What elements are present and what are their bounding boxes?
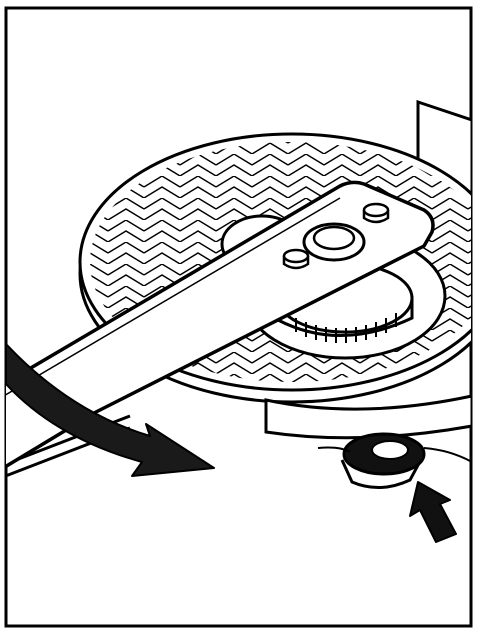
spindle-lock-button xyxy=(317,432,471,489)
straight-arrow-icon xyxy=(409,481,457,543)
curved-arrow-icon xyxy=(6,343,215,477)
pin-wrench xyxy=(6,180,435,469)
lower-guard xyxy=(264,394,471,440)
wrench-pin-right xyxy=(362,202,390,224)
wrench-pin-left xyxy=(282,248,310,270)
